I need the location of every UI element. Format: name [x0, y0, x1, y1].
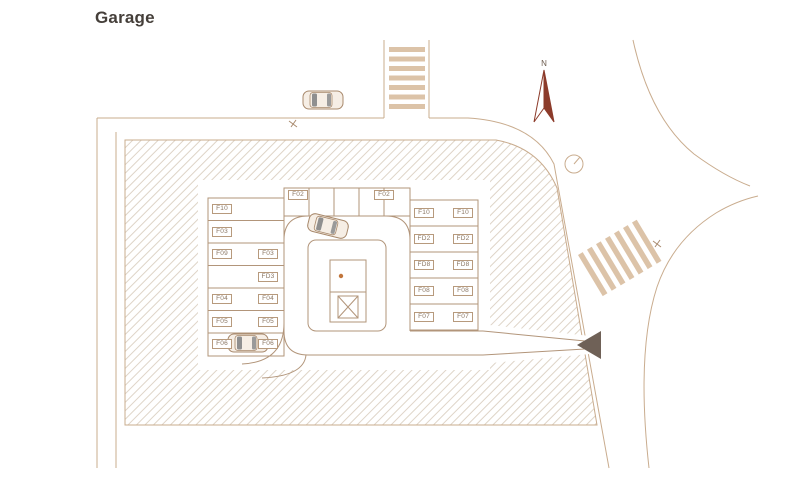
stall-label: F10 — [414, 208, 434, 218]
stall-label: F10 — [453, 208, 473, 218]
road-edge-far-right-upper — [632, 39, 751, 187]
crosswalk-right-icon — [578, 219, 662, 297]
north-needle-light — [533, 69, 545, 123]
stall-label: F07 — [414, 312, 434, 322]
road-edge-far-right-lower — [643, 195, 759, 469]
stall-label: F04 — [212, 294, 232, 304]
stair-box — [337, 295, 359, 319]
stall-label: F05 — [212, 317, 232, 327]
stall-label: F08 — [453, 286, 473, 296]
stair-core — [329, 259, 367, 323]
stall-label: FD8 — [453, 260, 473, 270]
survey-circle-icon — [564, 154, 584, 174]
page-title: Garage — [95, 8, 155, 27]
stall-label: F03 — [258, 249, 278, 259]
stall-label: F02 — [374, 190, 394, 200]
drive-curve-b — [261, 354, 307, 379]
stall-label: F06 — [258, 339, 278, 349]
stall-label: FD2 — [414, 234, 434, 244]
stall-label: F09 — [212, 249, 232, 259]
stall-label: F06 — [212, 339, 232, 349]
entrance-arrow-icon — [577, 331, 601, 359]
stall-label: FD2 — [453, 234, 473, 244]
north-arrow-icon: N — [533, 59, 555, 123]
survey-circle-hand — [573, 156, 581, 165]
left-wing-stall-dividers — [208, 220, 284, 334]
road-marker-top — [288, 119, 298, 128]
stall-label: FD8 — [414, 260, 434, 270]
stall-label: F05 — [258, 317, 278, 327]
road-edge-top-right — [429, 117, 610, 469]
stall-label: F07 — [453, 312, 473, 322]
crosswalk-top-icon — [389, 47, 425, 109]
north-label: N — [541, 59, 547, 68]
stall-label: FD3 — [258, 272, 278, 282]
stall-label: F08 — [414, 286, 434, 296]
stair-x-icon — [337, 295, 359, 319]
north-needle-dark — [543, 69, 555, 123]
drive-curve-a — [241, 322, 285, 365]
right-wing-stall-dividers — [410, 225, 478, 305]
road-marker-right — [652, 239, 662, 248]
stall-label: F02 — [288, 190, 308, 200]
drive-loop-outer — [283, 215, 483, 356]
stall-label: F04 — [258, 294, 278, 304]
stall-label: F03 — [212, 227, 232, 237]
top-row-stall-dividers — [308, 188, 385, 216]
roads — [96, 39, 759, 469]
stall-label: F10 — [212, 204, 232, 214]
road-marker-icon — [288, 119, 662, 248]
car-icon — [302, 90, 344, 110]
survey-circle — [564, 154, 584, 174]
entrance-funnel-lines — [482, 330, 586, 356]
core-dot — [338, 273, 344, 279]
